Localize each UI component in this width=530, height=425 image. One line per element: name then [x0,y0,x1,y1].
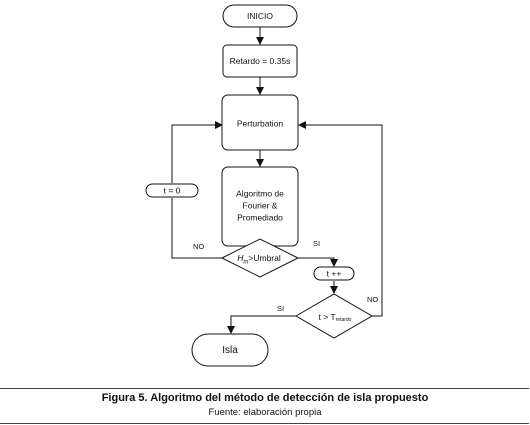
perturbation-label: Perturbation [237,118,284,128]
caption-box [0,388,529,424]
reset-node: t = 0 [145,183,199,198]
start-label: INICIO [247,11,273,21]
threshold-var: H [237,253,244,263]
compare-sub: retardo [336,317,352,323]
compare-main: t > T [319,312,336,322]
compare-decision: t > Tretardo [295,293,373,339]
delay-label: Retardo = 0.35s [230,56,291,66]
increment-label: t ++ [327,268,342,278]
edge-label-no-left: NO [193,242,204,251]
threshold-sub: m [243,259,248,265]
perturbation-node: Perturbation [221,94,299,151]
edge-label-si-bottom: SI [277,304,284,313]
edge-reset-to-perturbation [171,121,223,183]
threshold-decision: Hm>Umbral [220,238,300,278]
threshold-label: Hm>Umbral [237,253,281,265]
edge-label-no-right: NO [367,295,378,304]
algorithm-node: Algoritmo de Fourier & Promediado [221,166,299,247]
threshold-rest: >Umbral [248,253,280,263]
island-label: Isla [222,345,238,356]
edge-label-si-right: SI [313,239,320,248]
compare-label: t > Tretardo [319,312,352,323]
start-node: INICIO [222,4,298,28]
delay-node: Retardo = 0.35s [222,44,298,78]
figure-caption: Figura 5. Algoritmo del método de detecc… [101,392,429,404]
algorithm-label-line1: Algoritmo de [236,188,284,198]
island-node: Isla [191,333,269,367]
edge-si-to-island [227,315,296,334]
edge-no-loop-right [298,121,383,317]
algorithm-label-line3: Promediado [237,212,283,222]
edge-no-loop-left [171,198,222,259]
algorithm-label-line2: Fourier & [243,200,278,210]
edge-si-to-increment [298,257,338,267]
reset-label: t = 0 [164,185,181,195]
increment-node: t ++ [313,266,355,281]
flowchart: INICIO Retardo = 0.35s Perturbation Algo… [145,4,383,367]
figure-source: Fuente: elaboración propia [208,407,322,418]
